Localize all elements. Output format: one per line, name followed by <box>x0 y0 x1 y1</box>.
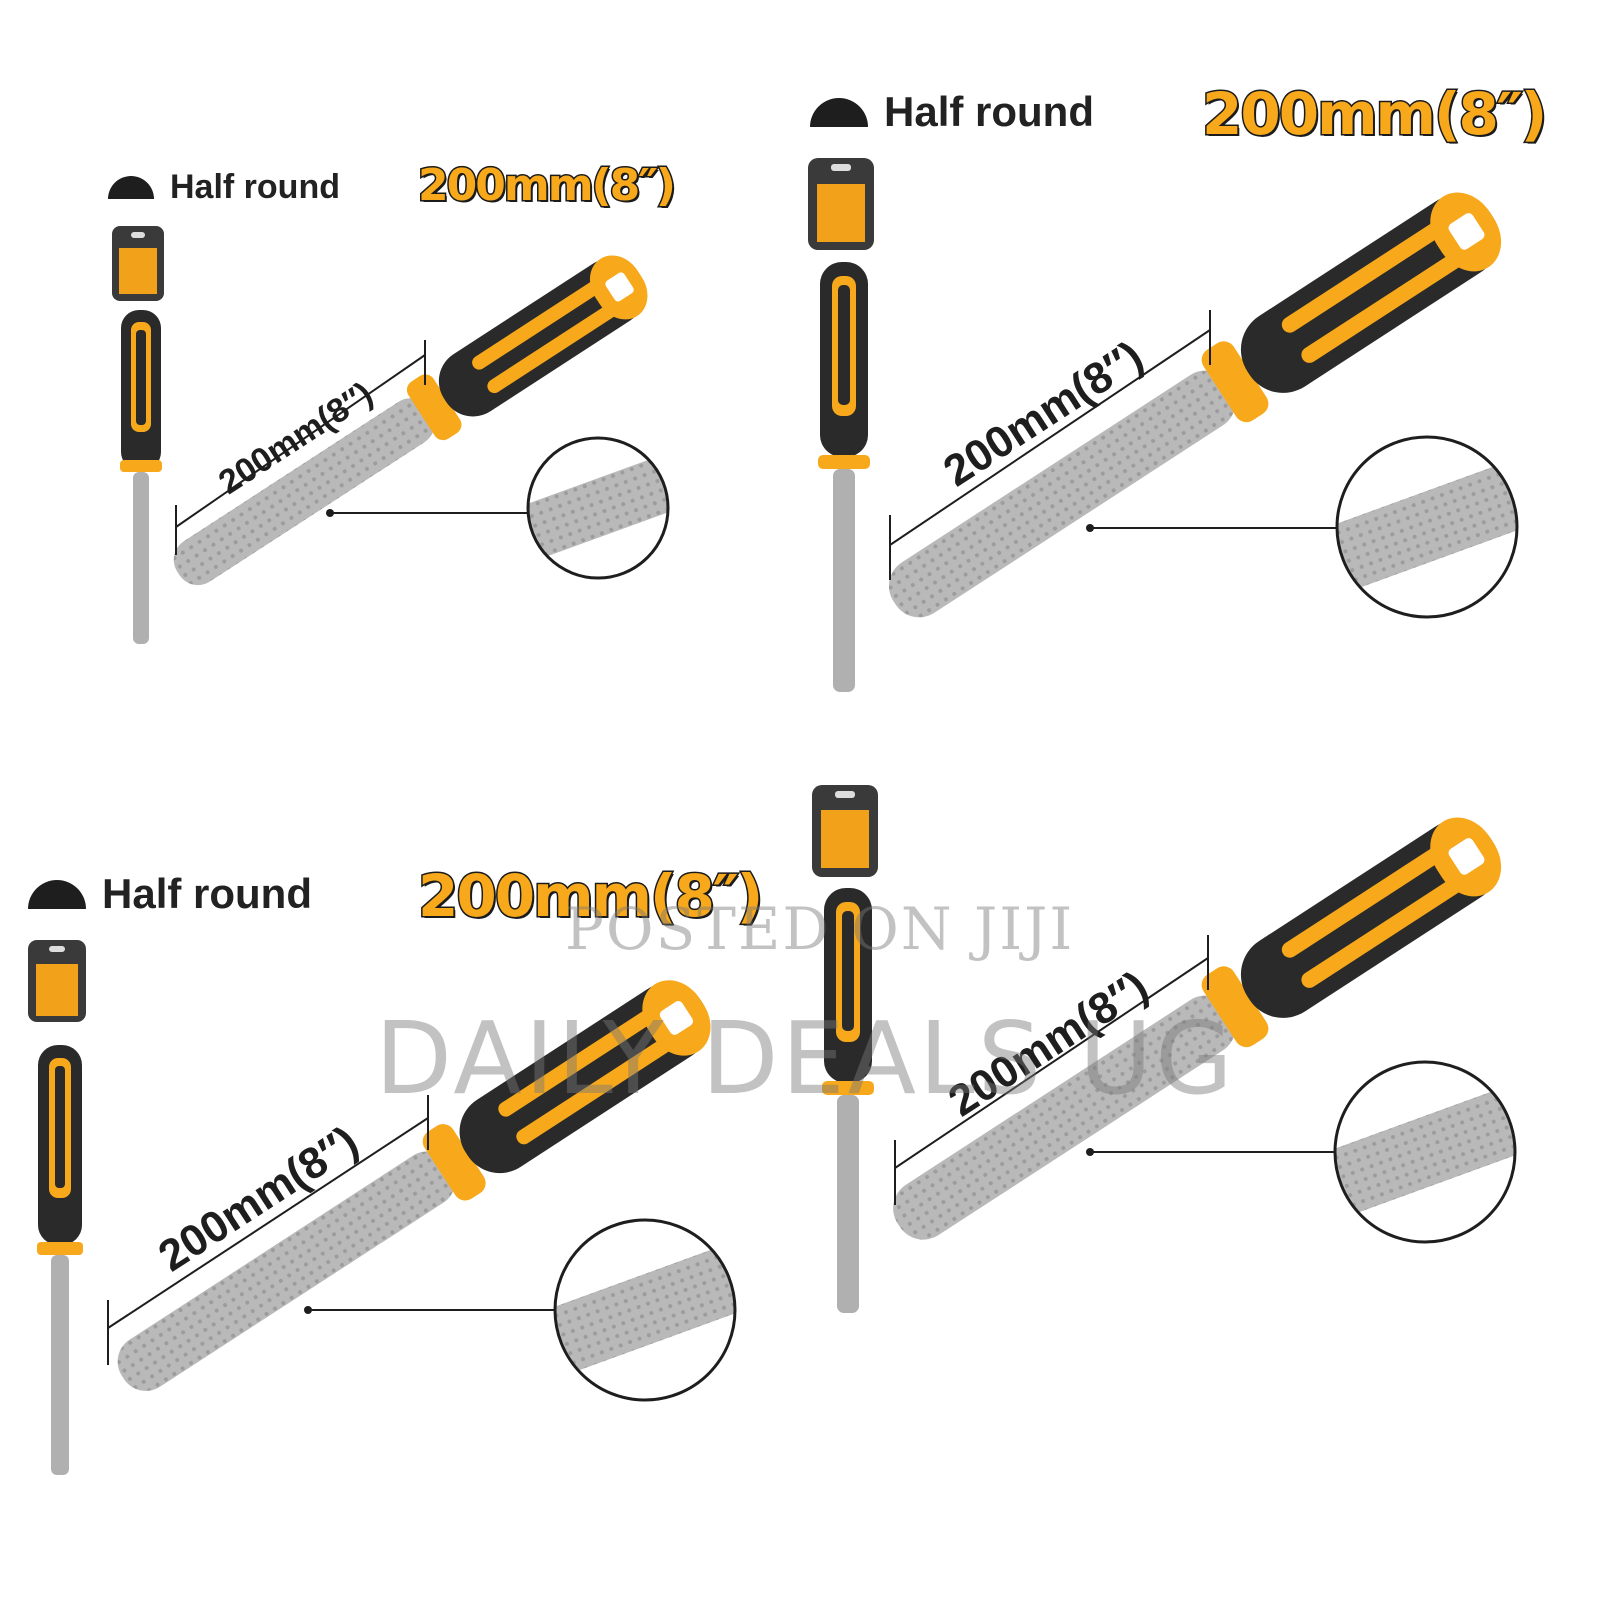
file-main <box>173 255 648 586</box>
texture-callout <box>1086 1060 1517 1244</box>
half-round-icon <box>108 176 154 199</box>
profile-label: Half round <box>810 88 1094 136</box>
file-main <box>117 980 711 1391</box>
texture-callout <box>1086 435 1519 619</box>
file-illustration <box>28 940 737 1475</box>
packaged-file <box>112 226 164 644</box>
dimension-line <box>894 935 1209 1205</box>
profile-label-text: Half round <box>884 88 1094 135</box>
size-badge: 200mm(8″) <box>416 861 764 932</box>
packaged-file <box>812 785 878 1313</box>
profile-label: Half round <box>108 168 340 207</box>
profile-label-text: Half round <box>102 870 312 917</box>
packaged-file <box>808 158 874 692</box>
texture-callout <box>304 1218 737 1402</box>
product-panel-top-right: Half round 200mm(8″) 200mm(8″) <box>800 0 1600 800</box>
product-panel-top-left: Half round 200mm(8″) 200mm(8″) <box>0 0 800 800</box>
size-badge: 200mm(8″) <box>416 159 677 213</box>
packaged-file <box>28 940 86 1475</box>
file-main <box>893 817 1502 1240</box>
profile-label: Half round <box>28 870 312 918</box>
file-illustration <box>112 226 670 644</box>
half-round-icon <box>28 879 86 909</box>
product-panel-bottom-right: 200mm(8″) <box>800 785 1600 1600</box>
profile-label-text: Half round <box>170 168 340 206</box>
size-badge: 200mm(8″) <box>1200 79 1548 150</box>
file-main <box>888 192 1502 618</box>
dimension-line <box>175 340 426 555</box>
dimension-line <box>107 1095 429 1365</box>
half-round-icon <box>810 97 868 127</box>
texture-callout <box>326 436 670 580</box>
dimension-line <box>889 310 1211 580</box>
product-panel-bottom-left: Half round 200mm(8″) 200mm(8″) <box>0 800 800 1600</box>
file-illustration <box>812 785 1517 1313</box>
file-illustration <box>808 158 1519 692</box>
